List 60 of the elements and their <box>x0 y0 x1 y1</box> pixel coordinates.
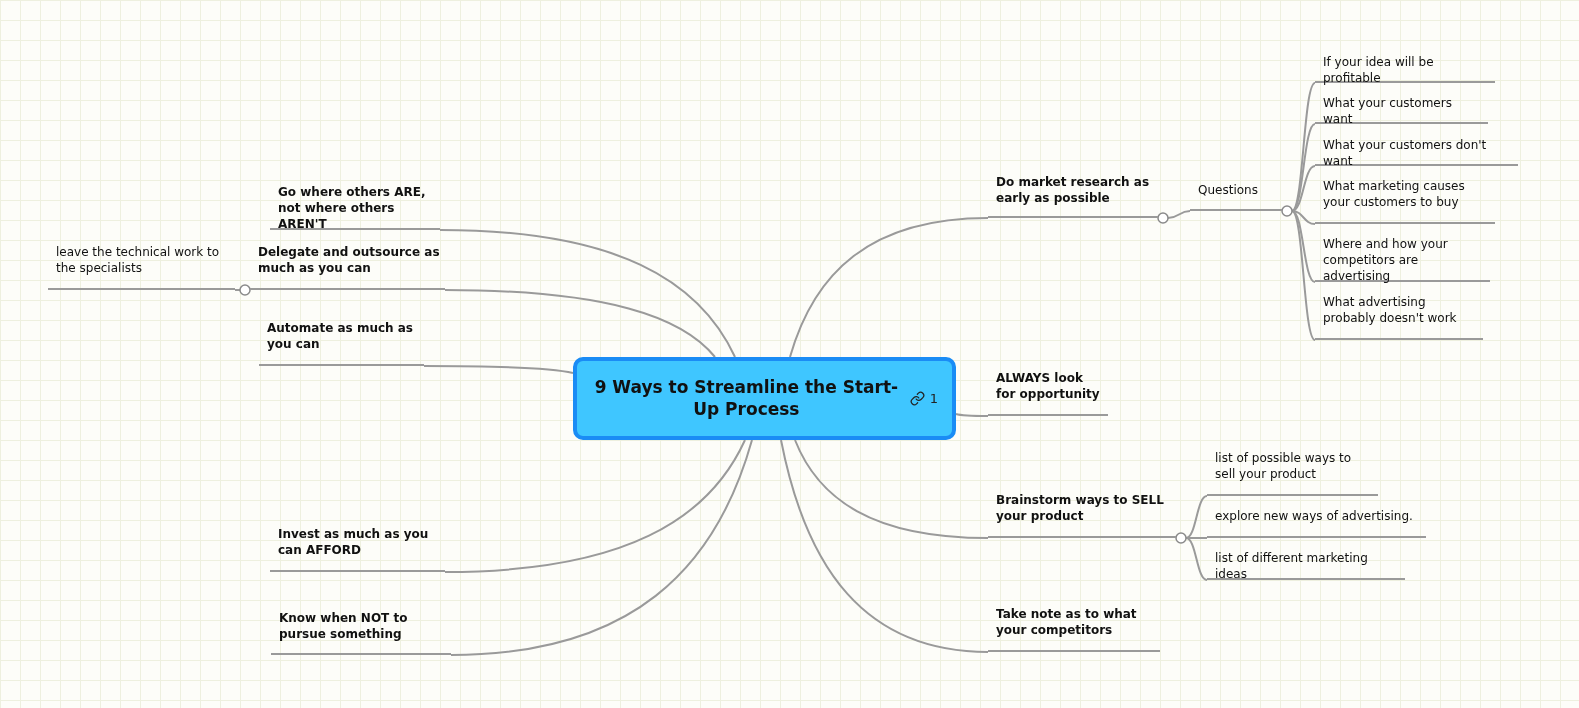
branch-connector <box>955 413 989 417</box>
branch-connector <box>1167 210 1191 219</box>
branch-connector <box>439 229 736 358</box>
topic-branch <box>1315 236 1490 282</box>
topic-branch <box>1315 137 1518 166</box>
topic-branch <box>988 492 1176 538</box>
topic-branch <box>259 320 424 366</box>
topic-branch <box>1315 54 1495 83</box>
central-topic-title: 9 Ways to Streamline the Start-Up Process <box>593 377 900 420</box>
topic-text: Automate as much as you can <box>267 320 414 352</box>
topic-text: explore new ways of advertising. <box>1215 508 1414 524</box>
topic-branch <box>988 606 1160 652</box>
topic-branch <box>48 244 235 290</box>
branch-connector <box>1185 537 1208 581</box>
topic-text: leave the technical work to the specialists <box>56 244 221 276</box>
branch-connector <box>1291 165 1316 212</box>
branch-connector <box>1185 495 1208 539</box>
topic-text: Delegate and outsource as much as you can <box>258 244 441 276</box>
topic-text: Invest as much as you can AFFORD <box>278 526 430 558</box>
central-topic <box>573 357 956 440</box>
topic-text: What marketing causes your customers to buy <box>1323 178 1466 210</box>
topic-text: list of different marketing ideas <box>1215 550 1369 582</box>
branch-connector <box>1291 210 1316 341</box>
topic-text: What your customers want <box>1323 95 1453 127</box>
topic-branch <box>271 610 451 655</box>
topic-text: If your idea will be profitable <box>1323 54 1435 86</box>
topic-branch <box>250 244 445 290</box>
topic-branch <box>1207 450 1378 496</box>
branch-connector <box>794 439 989 539</box>
topic-text: Where and how your competitors are advertising <box>1323 236 1449 284</box>
topic-branch <box>988 370 1108 416</box>
topic-text: Brainstorm ways to SELL your product <box>996 492 1165 524</box>
topic-branch <box>988 174 1158 218</box>
branch-connector <box>450 439 753 656</box>
topic-text: Do market research as early as possible <box>996 174 1151 206</box>
topic-text: list of possible ways to sell your product <box>1215 450 1353 482</box>
branch-connector <box>1291 210 1316 225</box>
topic-text: What advertising probably doesn't work <box>1323 294 1458 326</box>
topic-branch <box>1315 294 1483 340</box>
topic-branch <box>270 526 445 572</box>
topic-branch <box>1190 182 1282 211</box>
topic-text: Know when NOT to pursue something <box>279 610 409 642</box>
topic-text: Take note as to what your competitors <box>996 606 1138 638</box>
topic-text: Questions <box>1198 182 1259 198</box>
branch-connector <box>1291 123 1316 212</box>
topic-text: ALWAYS look for opportunity <box>996 370 1101 402</box>
branch-connector <box>780 439 989 653</box>
branch-connector <box>444 289 716 358</box>
topic-branch <box>1315 178 1495 224</box>
link-count: 1 <box>929 391 938 406</box>
topic-branch <box>1315 95 1488 124</box>
topic-branch <box>1207 508 1426 538</box>
topic-branch <box>270 184 440 230</box>
branch-connector <box>1291 210 1316 283</box>
topic-text: What your customers don't want <box>1323 137 1488 169</box>
branch-connector <box>423 365 574 374</box>
topic-text: Go where others ARE, not where others AREN'T <box>278 184 427 232</box>
branch-connector <box>444 439 746 573</box>
topic-branch <box>1207 550 1405 580</box>
branch-connector <box>789 217 989 358</box>
